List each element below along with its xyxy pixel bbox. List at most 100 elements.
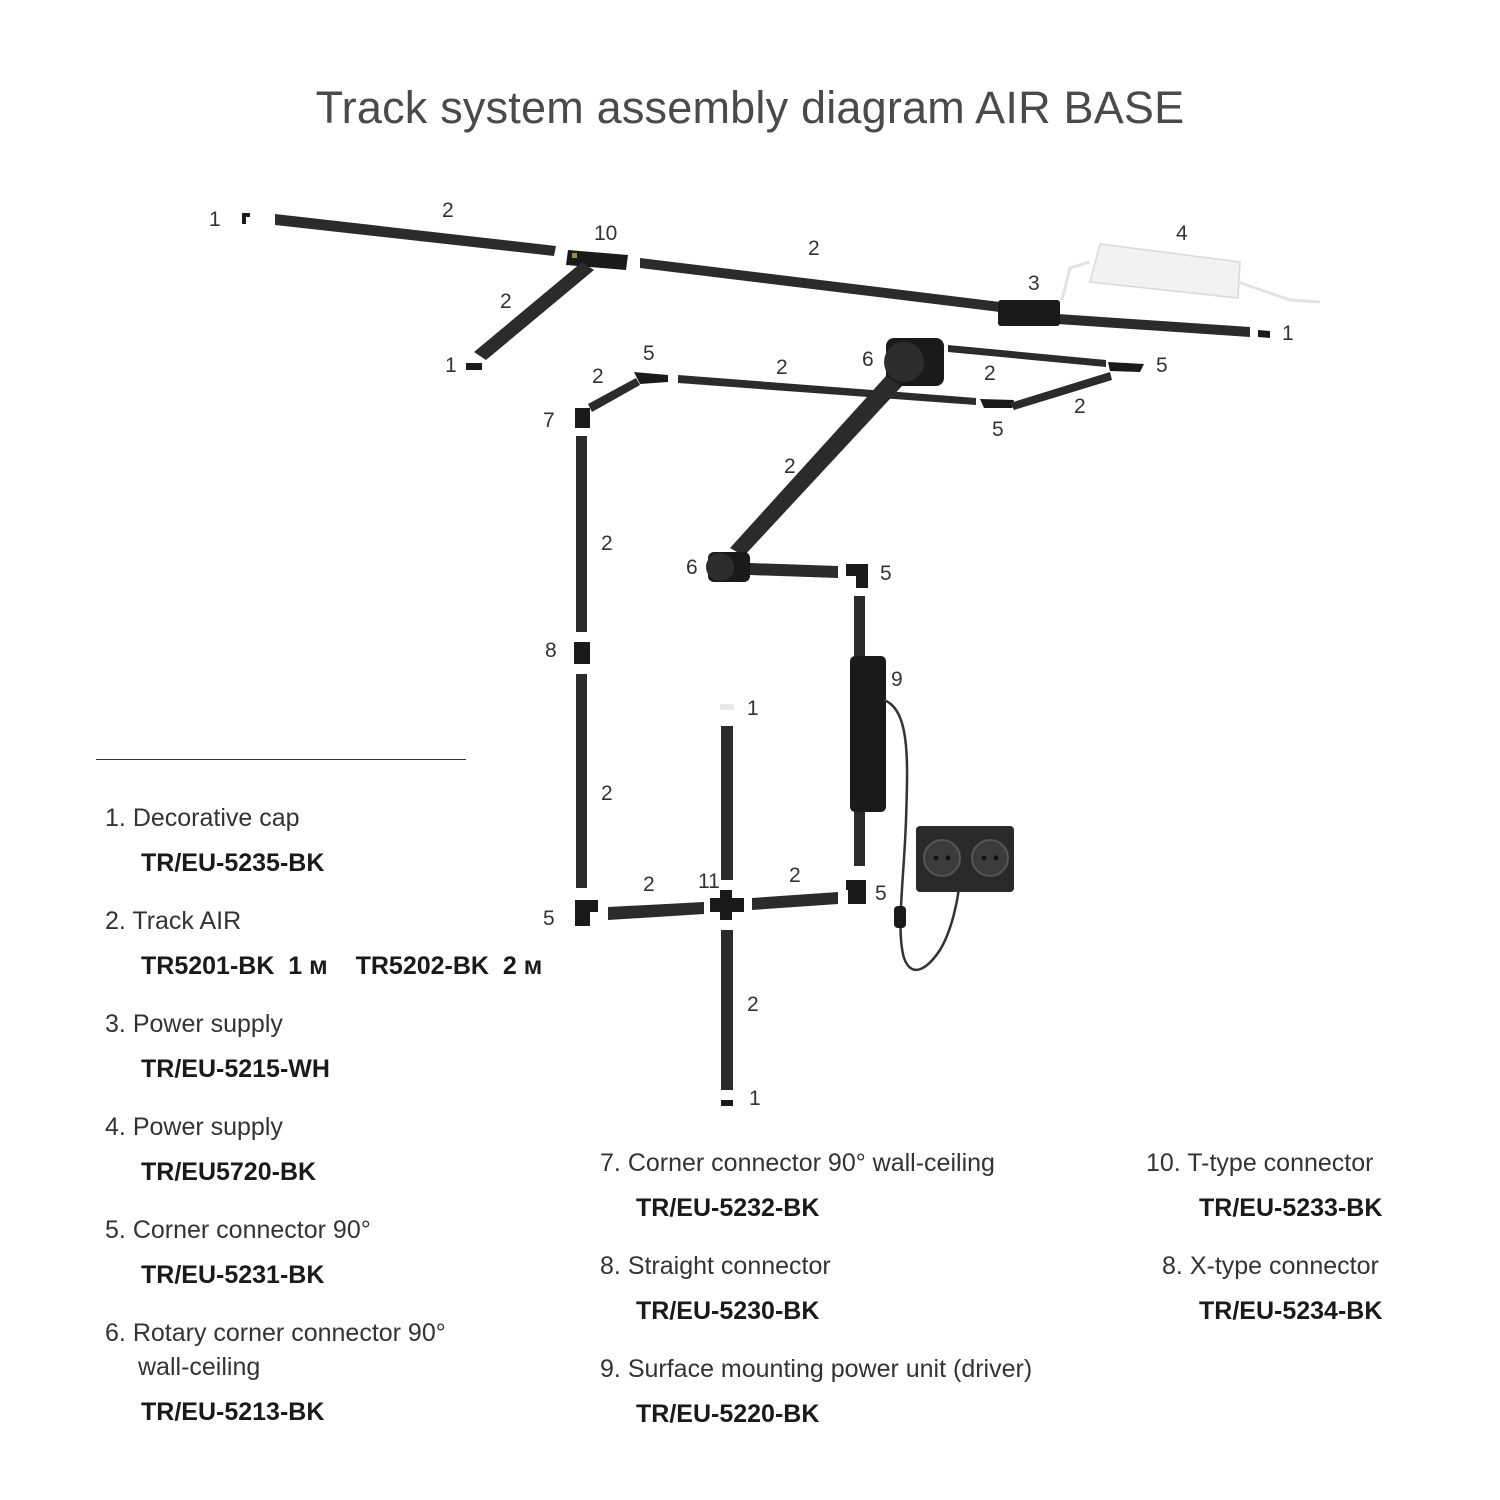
decorative-cap-top-right [1258,330,1270,338]
label-x-connector-11: 11 [698,870,720,893]
track-center-vertical-top [721,726,733,880]
track-long-diag [730,376,902,556]
track-left-vertical-bottom [576,674,587,888]
label-corner-7: 7 [543,409,555,432]
driver-9 [850,656,886,812]
decorative-cap-diag-left [466,363,482,370]
rotary-connector-6-top-disc [884,342,924,382]
legend-10-name: T-type connector [1187,1149,1374,1177]
legend-2-code-1m: TR5201-BK 1 м [141,952,328,980]
track-top-right [1058,314,1250,337]
corner-connector-5f [846,880,866,904]
power-socket-left [923,839,961,877]
legend-6-code: TR/EU-5213-BK [141,1398,325,1426]
legend-item-7: 7. Corner connector 90° wall-ceiling TR/… [600,1146,995,1223]
track-right-diag [1010,372,1112,410]
label-corner-5d: 5 [880,562,892,585]
legend-11-code: TR/EU-5234-BK [1199,1297,1383,1325]
legend-3-name: Power supply [132,1010,283,1038]
legend-2-code-2m: TR5202-BK 2 м [355,952,543,980]
legend-2-name: Track AIR [132,907,242,935]
legend-4-num: 4. [105,1113,126,1141]
label-driver-9: 9 [891,668,903,691]
label-track-h-left: 2 [643,873,655,896]
legend-8-code: TR/EU-5230-BK [636,1297,820,1325]
legend-10-code: TR/EU-5233-BK [1199,1194,1383,1222]
legend-item-11: 8. X-type connector TR/EU-5234-BK [1162,1249,1382,1326]
legend-item-5: 5. Corner connector 90° TR/EU-5231-BK [105,1213,371,1290]
power-supply-4-cable-a [1060,260,1091,301]
label-corner-5f: 5 [543,907,555,930]
legend-item-8: 8. Straight connector TR/EU-5230-BK [600,1249,831,1326]
label-corner-5b: 5 [1156,354,1168,377]
label-corner-5e: 5 [875,882,887,905]
legend-10-num: 10. [1146,1149,1181,1177]
label-rotary-6-bottom: 6 [686,556,698,579]
legend-item-9: 9. Surface mounting power unit (driver) … [600,1352,1032,1429]
track-top-left [275,214,556,256]
legend-8-name: Straight connector [627,1252,831,1280]
legend-4-code: TR/EU5720-BK [141,1158,317,1186]
track-right-top [948,345,1106,367]
decorative-cap-vertical-top [720,704,734,710]
label-track-vert-bottom: 2 [601,782,613,805]
legend-9-code: TR/EU-5220-BK [636,1400,820,1428]
label-track-right-diag: 2 [1074,395,1086,418]
decorative-cap-top-left [242,213,246,224]
page-title: Track system assembly diagram AIR BASE [315,82,1185,133]
legend-11-num: 8. [1162,1252,1183,1280]
label-power-supply-4: 4 [1176,222,1188,245]
power-supply-3 [998,300,1060,326]
legend-2-num: 2. [105,907,126,935]
corner-connector-5e [575,900,598,926]
legend-9-num: 9. [600,1355,621,1383]
legend-9-name: Surface mounting power unit (driver) [627,1355,1033,1383]
legend-8-num: 8. [600,1252,621,1280]
label-track-diag-left: 2 [500,290,512,313]
label-cap-top-left: 1 [209,208,221,231]
legend-item-3: 3. Power supply TR/EU-5215-WH [105,1007,330,1084]
label-track-long-diag: 2 [784,455,796,478]
legend-4-name: Power supply [132,1113,283,1141]
x-type-connector [710,890,744,920]
label-track-vert-top: 2 [601,532,613,555]
driver-9-cable [883,698,962,971]
legend-1-num: 1. [105,804,126,832]
track-h-right [752,892,838,910]
legend-item-10: 10. T-type connector TR/EU-5233-BK [1146,1146,1382,1223]
driver-9-switch [894,906,906,928]
power-supply-4-cable-b [1237,280,1321,304]
track-upper-short [588,378,640,412]
legend-7-num: 7. [600,1149,621,1177]
track-left-vertical-top [576,436,587,632]
label-cap-bottom: 1 [749,1087,761,1110]
legend-divider [96,759,466,760]
legend-5-name: Corner connector 90° [132,1216,371,1244]
track-h-left [608,902,704,920]
corner-connector-5c [980,399,1014,408]
label-corner-5a: 5 [643,342,655,365]
label-track-right-top: 2 [984,362,996,385]
track-diag-left [474,262,594,360]
corner-connector-5d [846,564,868,588]
legend-7-name: Corner connector 90° wall-ceiling [627,1149,995,1177]
corner-connector-5a [634,372,668,384]
label-track-mid-rect: 2 [776,356,788,379]
legend-item-6: 6. Rotary corner connector 90° wall-ceil… [105,1316,446,1427]
power-supply-4 [1089,243,1241,299]
legend-7-code: TR/EU-5232-BK [636,1194,820,1222]
rotary-connector-6-bottom-disc [706,553,734,581]
legend-6-name-line2: wall-ceiling [138,1353,261,1381]
legend-5-num: 5. [105,1216,126,1244]
decorative-cap-bottom [721,1100,733,1106]
legend-item-4: 4. Power supply TR/EU5720-BK [105,1110,316,1187]
label-track-5a: 2 [592,365,604,388]
label-corner-5c: 5 [992,418,1004,441]
legend-1-code: TR/EU-5235-BK [141,849,325,877]
label-track-h-right: 2 [789,864,801,887]
legend-item-2: 2. Track AIR TR5201-BK 1 м TR5202-BK 2 м [105,904,542,981]
track-top-long [640,258,1000,312]
legend-item-1: 1. Decorative cap TR/EU-5235-BK [105,801,324,878]
legend-3-code: TR/EU-5215-WH [141,1055,330,1083]
